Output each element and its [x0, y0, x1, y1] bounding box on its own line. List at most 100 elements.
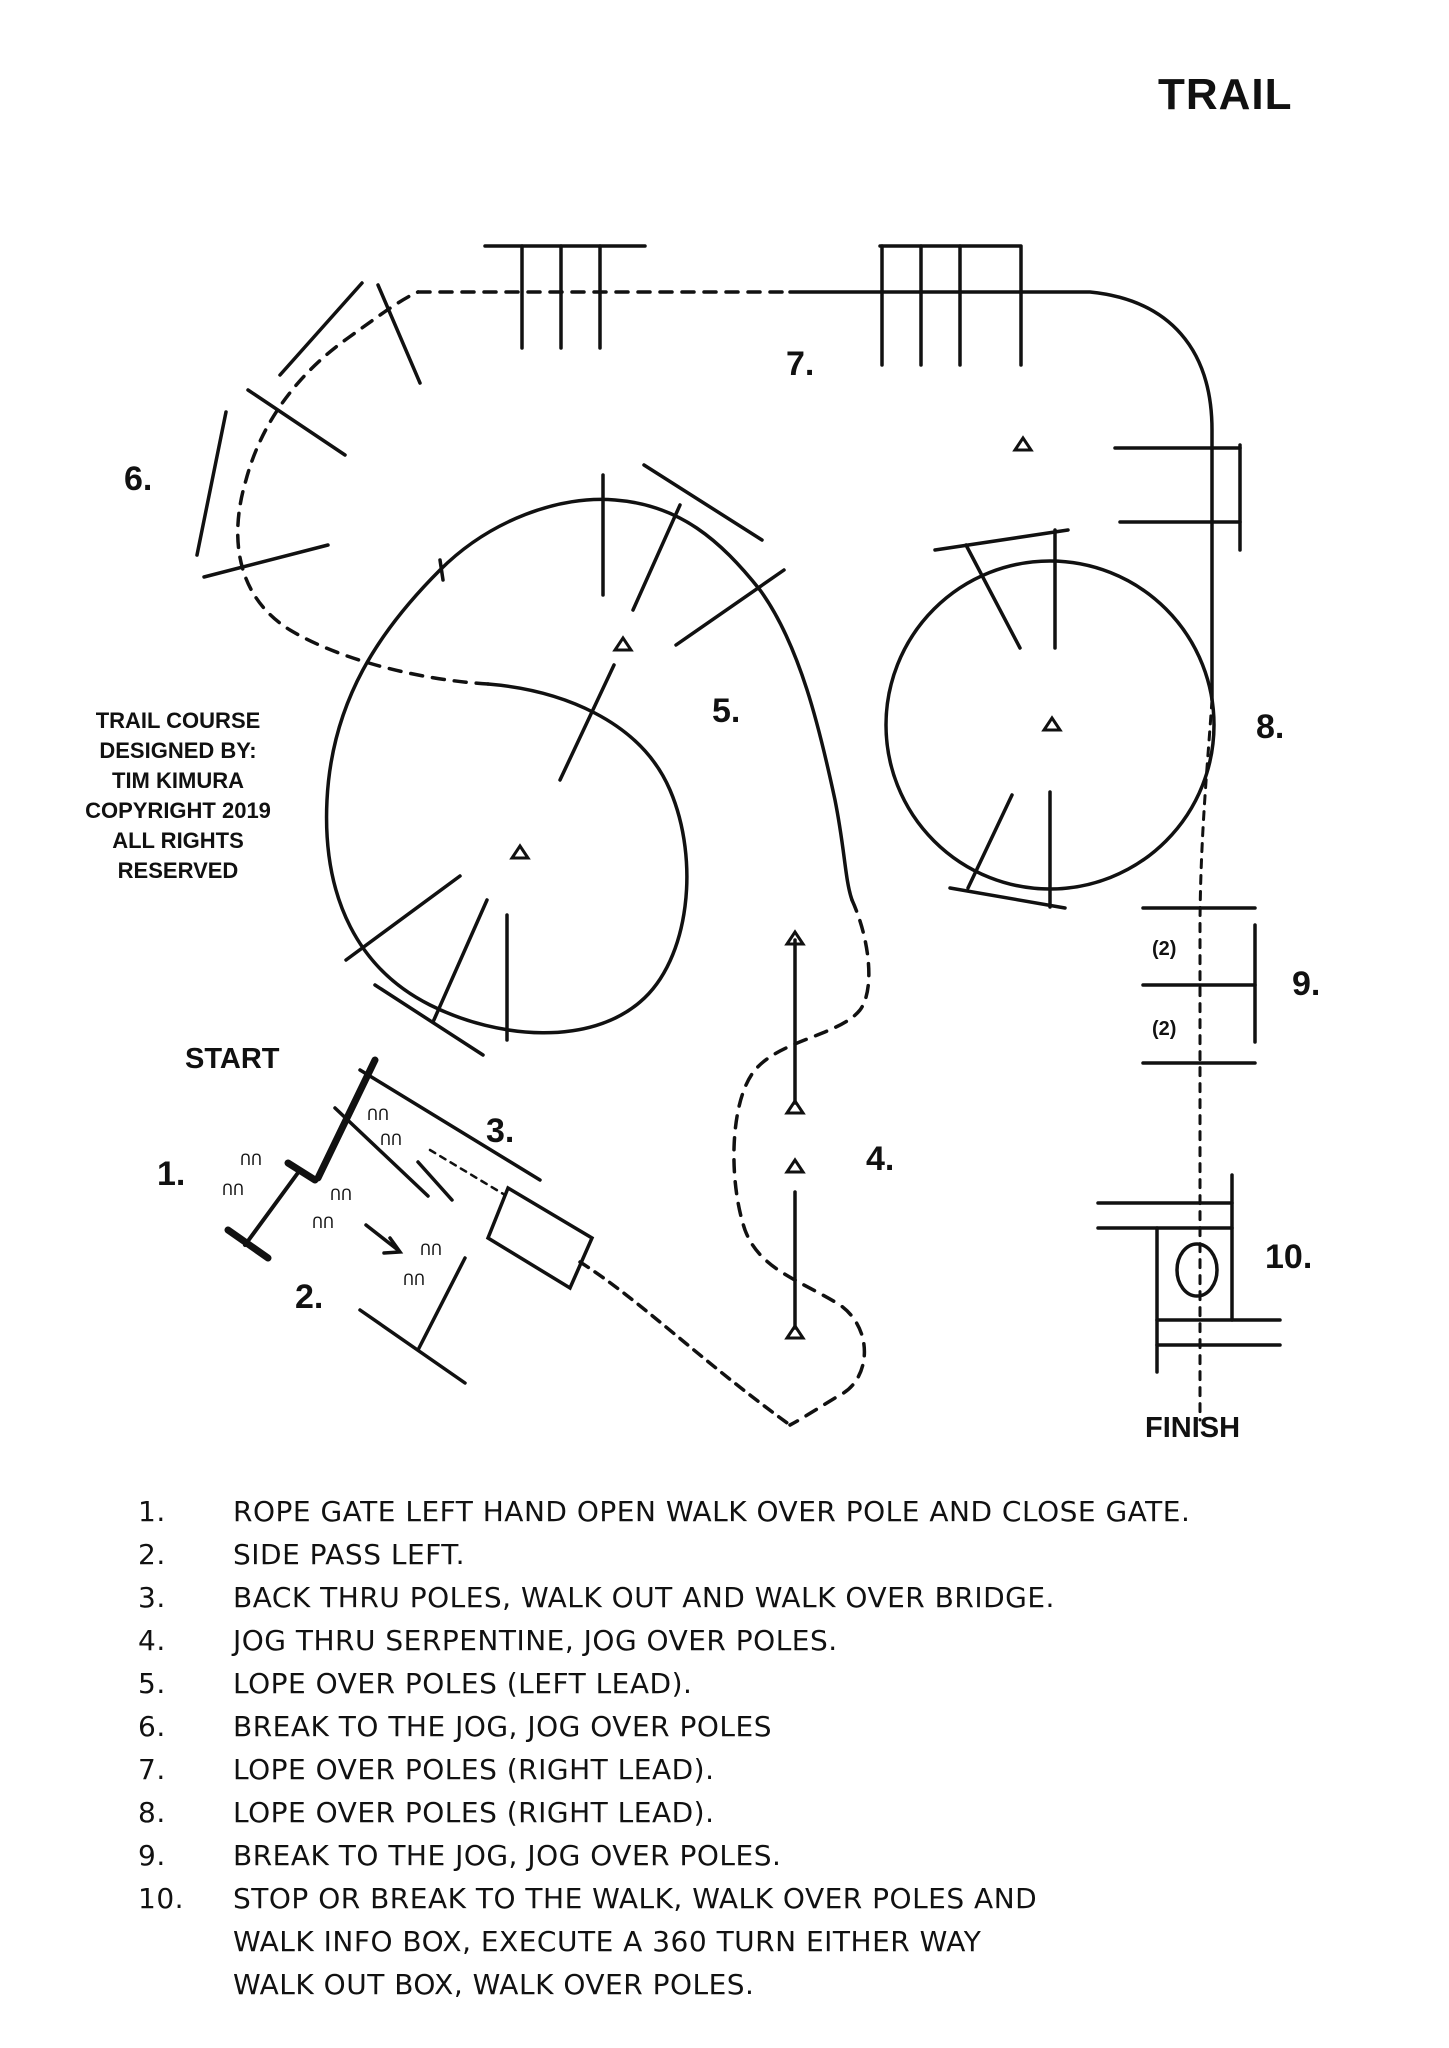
credit-line: TRAIL COURSE: [95, 708, 261, 733]
credit-line: ALL RIGHTS: [112, 828, 244, 853]
marker-7: [1012, 435, 1034, 452]
gate-post-1: [314, 1056, 379, 1182]
course-path-3: [428, 1148, 507, 1197]
pole-5h: [431, 898, 489, 1024]
hoof-print: ᑎᑎ: [380, 1131, 402, 1149]
instruction-text: ROPE GATE LEFT HAND OPEN WALK OVER POLE …: [233, 1495, 1191, 1528]
instruction-item: 2. SIDE PASS LEFT.: [138, 1533, 1278, 1576]
gate-end-1: [224, 1226, 272, 1262]
instruction-number: 10.: [138, 1882, 185, 1915]
pole-5f: [558, 663, 616, 782]
pole-5j: [373, 983, 485, 1057]
course-path-6: [236, 290, 490, 686]
arrow-2-head: [382, 1236, 404, 1255]
instruction-number: 6.: [138, 1710, 166, 1743]
pole-5d: [438, 558, 445, 582]
marker-5-upper: [612, 635, 634, 652]
pole-6c: [246, 388, 347, 457]
instruction-continuation: WALK OUT BOX, WALK OVER POLES.: [233, 1968, 755, 2001]
credit-line: COPYRIGHT 2019: [85, 798, 271, 823]
obstacle-number-5: 5.: [712, 692, 741, 730]
obstacle-number-2: 2.: [295, 1278, 324, 1316]
pole-6b: [376, 283, 422, 385]
hoof-print: ᑎᑎ: [222, 1181, 244, 1199]
instruction-number: 2.: [138, 1538, 166, 1571]
pole-5b: [631, 503, 682, 612]
instruction-text: BREAK TO THE JOG, JOG OVER POLES.: [233, 1839, 782, 1872]
instruction-item: 5. LOPE OVER POLES (LEFT LEAD).: [138, 1662, 1278, 1705]
pole-8f: [948, 886, 1067, 910]
obstacle-number-1: 1.: [157, 1155, 186, 1193]
marker-4c: [784, 1157, 806, 1174]
hoof-print: ᑎᑎ: [403, 1271, 425, 1289]
pole-2a: [416, 1256, 467, 1352]
pole-3b: [333, 1106, 430, 1198]
hoof-print: ᑎᑎ: [240, 1151, 262, 1169]
credit-line: RESERVED: [117, 858, 239, 883]
gate-1: [243, 1168, 302, 1247]
pole-8e: [966, 793, 1014, 890]
instruction-item: 10. STOP OR BREAK TO THE WALK, WALK OVER …: [138, 1877, 1278, 1920]
obstacle-number-4: 4.: [866, 1140, 895, 1178]
credit-line: TIM KIMURA: [112, 768, 244, 793]
instruction-number: 1.: [138, 1495, 166, 1528]
marker-8: [1041, 715, 1063, 732]
course-path-9: [1198, 698, 1214, 1422]
obstacle-number-7: 7.: [786, 345, 815, 383]
obstacle-number-8: 8.: [1256, 708, 1285, 746]
pole-8a: [933, 528, 1070, 552]
hoof-print: ᑎᑎ: [367, 1106, 389, 1124]
instruction-number: 7.: [138, 1753, 166, 1786]
course-path-7b: [788, 290, 1214, 702]
instruction-text: SIDE PASS LEFT.: [233, 1538, 465, 1571]
finish-label: FINISH: [1145, 1412, 1241, 1444]
instruction-text: LOPE OVER POLES (RIGHT LEAD).: [233, 1796, 715, 1829]
arrow-2-shaft: [364, 1223, 400, 1252]
gate-latch-1: [284, 1159, 319, 1184]
instruction-item: 4. JOG THRU SERPENTINE, JOG OVER POLES.: [138, 1619, 1278, 1662]
obstacle-number-3: 3.: [486, 1112, 515, 1150]
instruction-text: STOP OR BREAK TO THE WALK, WALK OVER POL…: [233, 1882, 1038, 1915]
pole-6e: [202, 543, 330, 579]
marker-4b: [784, 1098, 806, 1115]
hoof-print: ᑎᑎ: [312, 1214, 334, 1232]
turn-marker-10: [1175, 1242, 1219, 1298]
instruction-continuation: WALK INFO BOX, EXECUTE A 360 TURN EITHER…: [233, 1925, 982, 1958]
instruction-text: LOPE OVER POLES (LEFT LEAD).: [233, 1667, 693, 1700]
course-path-5-tail: [732, 898, 871, 1427]
instruction-number: 3.: [138, 1581, 166, 1614]
instruction-text: LOPE OVER POLES (RIGHT LEAD).: [233, 1753, 715, 1786]
pole-5e: [674, 568, 786, 647]
designer-credit: TRAIL COURSE DESIGNED BY: TIM KIMURA COP…: [60, 706, 296, 886]
instruction-number: 5.: [138, 1667, 166, 1700]
instruction-number: 9.: [138, 1839, 166, 1872]
pole-count-lower: (2): [1152, 1018, 1177, 1040]
course-path-5-loop: [324, 497, 854, 1035]
instruction-number: 4.: [138, 1624, 166, 1657]
marker-5-lower: [509, 843, 531, 860]
obstacle-number-10: 10.: [1265, 1238, 1313, 1276]
pole-3c: [416, 1160, 454, 1202]
instruction-text: BACK THRU POLES, WALK OUT AND WALK OVER …: [233, 1581, 1055, 1614]
instruction-text: BREAK TO THE JOG, JOG OVER POLES: [233, 1710, 772, 1743]
instruction-list: 1. ROPE GATE LEFT HAND OPEN WALK OVER POL…: [138, 1490, 1278, 2006]
instruction-item: 1. ROPE GATE LEFT HAND OPEN WALK OVER POL…: [138, 1490, 1278, 1533]
pole-2b: [358, 1308, 467, 1385]
obstacle-number-6: 6.: [124, 460, 153, 498]
instruction-number: 8.: [138, 1796, 166, 1829]
instruction-item: 3. BACK THRU POLES, WALK OUT AND WALK OVE…: [138, 1576, 1278, 1619]
hoof-print: ᑎᑎ: [420, 1241, 442, 1259]
course-path-3b: [578, 1260, 792, 1427]
instruction-item: 9. BREAK TO THE JOG, JOG OVER POLES.: [138, 1834, 1278, 1877]
marker-4d: [784, 1323, 806, 1340]
page-title: TRAIL: [1158, 70, 1293, 119]
pole-6d: [195, 410, 228, 557]
instruction-item: 7. LOPE OVER POLES (RIGHT LEAD).: [138, 1748, 1278, 1791]
pole-6a: [278, 281, 364, 377]
start-label: START: [185, 1043, 280, 1075]
credit-line: DESIGNED BY:: [99, 738, 257, 763]
instruction-text: JOG THRU SERPENTINE, JOG OVER POLES.: [233, 1624, 838, 1657]
pole-3a: [358, 1068, 542, 1182]
pole-5a: [642, 463, 764, 542]
